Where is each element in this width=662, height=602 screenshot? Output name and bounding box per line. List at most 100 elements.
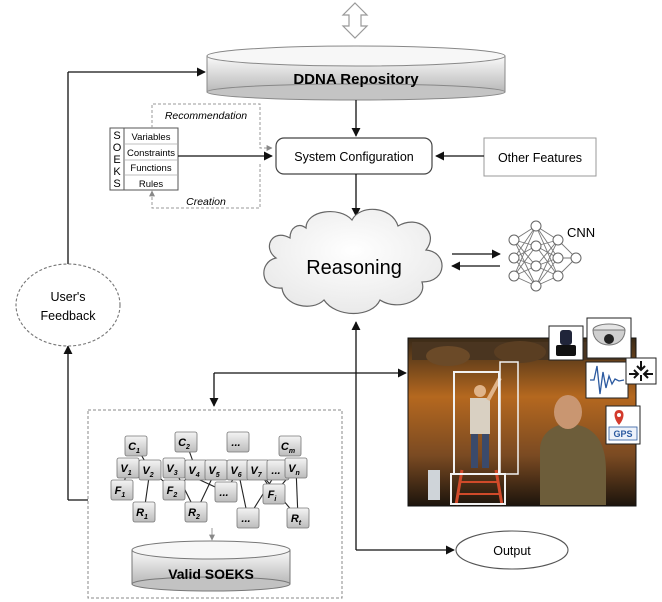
graph-node-box <box>110 479 134 501</box>
soeks-letter: K <box>113 166 121 178</box>
graph-node-subscript: 1 <box>136 448 140 455</box>
cnn-edge <box>535 239 559 267</box>
graph-node-main: V <box>208 465 217 477</box>
graph-node-main: V <box>188 465 197 477</box>
graph-node-subscript: 1 <box>128 470 132 477</box>
compress-icon <box>625 357 657 385</box>
graph-node-label: ... <box>219 487 228 499</box>
graph-node-label: ... <box>241 513 250 525</box>
reasoning-cloud: Reasoning <box>263 208 443 314</box>
soeks-letter: O <box>113 142 122 154</box>
graph-node-subscript: i <box>274 496 277 503</box>
valid-soeks-label: Valid SOEKS <box>168 566 254 582</box>
graph-node-box <box>124 435 148 457</box>
cnn-label: CNN <box>567 225 595 240</box>
graph-node-main: ... <box>231 437 240 449</box>
other-features-box: Other Features <box>483 137 597 177</box>
gps-icon: GPS <box>605 405 641 445</box>
output-label: Output <box>493 544 531 558</box>
recommendation-label: Recommendation <box>165 110 247 122</box>
graph-node-main: ... <box>219 487 228 499</box>
graph-node-main: F <box>115 485 122 497</box>
graph-node-main: C <box>281 441 290 453</box>
soeks-row-label: Constraints <box>127 148 175 159</box>
graph-node-label: ... <box>271 465 280 477</box>
graph-node-label: F1 <box>115 485 126 499</box>
graph-node-label: V3 <box>166 463 177 477</box>
soeks-row-label: Rules <box>139 179 164 190</box>
cnn-node <box>552 270 564 282</box>
system-configuration-box: System Configuration <box>275 137 433 175</box>
cnn-edge <box>535 257 559 287</box>
cnn-node <box>552 252 564 264</box>
cnn-edge <box>513 225 537 277</box>
graph-node-label: V6 <box>230 465 241 479</box>
graph-node-subscript: 1 <box>121 492 125 499</box>
graph-node-subscript: 2 <box>195 514 200 521</box>
surveillance-photo <box>407 337 637 507</box>
graph-node-subscript: m <box>289 448 295 455</box>
graph-node-label: V7 <box>250 465 262 479</box>
graph-node-label: V5 <box>208 465 219 479</box>
cnn-node <box>508 252 520 264</box>
valid-soeks-store: Valid SOEKS <box>131 540 291 592</box>
cnn-node <box>508 270 520 282</box>
graph-node-box <box>132 501 156 523</box>
graph-node-box <box>286 507 310 529</box>
ddna-repository-label: DDNA Repository <box>293 71 419 88</box>
graph-node-main: F <box>167 485 174 497</box>
lidar-icon <box>548 325 584 361</box>
dome-camera-icon <box>586 317 632 359</box>
graph-node-main: R <box>136 507 144 519</box>
cnn-node <box>530 240 542 252</box>
graph-node-box <box>184 501 208 523</box>
cnn-node <box>570 252 582 264</box>
soeks-letter: S <box>113 130 120 142</box>
graph-node-main: V <box>142 465 151 477</box>
users-feedback: User's Feedback <box>15 263 121 347</box>
graph-node-main: ... <box>271 465 280 477</box>
feedback-loop-connector <box>63 67 206 501</box>
graph-node-label: F2 <box>167 485 178 499</box>
graph-node-subscript: 2 <box>149 472 154 479</box>
graph-node-label: C1 <box>128 441 140 455</box>
feedback-line1: User's <box>50 290 85 304</box>
graph-node-box <box>236 507 260 529</box>
graph-node-main: V <box>230 465 239 477</box>
graph-node-label: R2 <box>188 507 200 521</box>
cnn-edge <box>513 257 537 287</box>
graph-node-main: V <box>288 463 297 475</box>
system-configuration-label: System Configuration <box>294 150 414 164</box>
graph-node-subscript: 5 <box>216 472 220 479</box>
cnn-edge <box>535 225 559 277</box>
graph-node-subscript: 2 <box>172 492 177 499</box>
output-ellipse: Output <box>455 530 569 570</box>
creation-label: Creation <box>186 196 226 208</box>
graph-node-label: C2 <box>178 437 190 451</box>
soeks-graph-region <box>87 409 343 599</box>
reasoning-label: Reasoning <box>306 257 402 279</box>
graph-node-subscript: 3 <box>174 470 178 477</box>
cnn-edge <box>513 245 537 277</box>
soeks-letter: E <box>113 154 120 166</box>
cnn-node <box>508 234 520 246</box>
graph-node-main: V <box>166 463 175 475</box>
gps-label: GPS <box>613 429 632 439</box>
graph-node-box <box>226 431 250 453</box>
ddna-repository: DDNA Repository <box>206 45 506 101</box>
cnn-edge <box>513 239 537 267</box>
graph-node-main: V <box>250 465 259 477</box>
soeks-row-label: Functions <box>130 163 171 174</box>
other-features-label: Other Features <box>498 151 582 165</box>
graph-node-label: ... <box>231 437 240 449</box>
cnn-edge <box>535 225 559 259</box>
graph-node-main: ... <box>241 513 250 525</box>
graph-node-subscript: 4 <box>195 472 200 479</box>
graph-node-subscript: n <box>296 470 300 477</box>
cnn-node <box>530 220 542 232</box>
graph-node-label: V2 <box>142 465 153 479</box>
graph-node-main: R <box>291 513 299 525</box>
cnn-edge <box>513 225 537 259</box>
cnn-edge <box>513 239 537 287</box>
